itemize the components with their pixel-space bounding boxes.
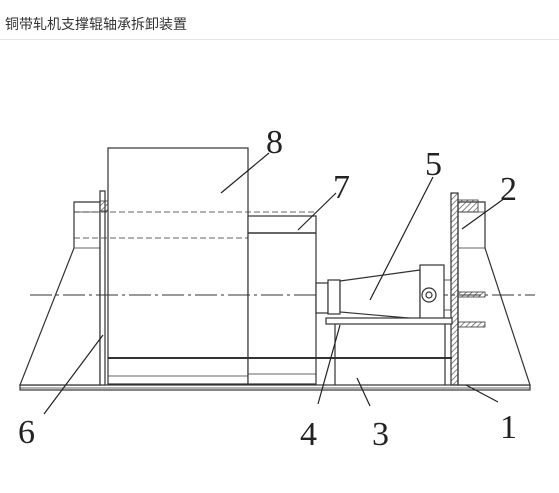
label-3: 3 [372, 416, 389, 453]
label-2: 2 [500, 171, 517, 208]
label-5: 5 [425, 146, 442, 183]
label-6: 6 [18, 414, 35, 451]
bearing-removal-diagram: 8 7 5 2 1 3 4 6 [18, 124, 535, 453]
bearing-housing [247, 215, 317, 385]
right-hatched-plate [450, 192, 459, 386]
bearing-puller [315, 264, 452, 322]
puller-support-bracket [325, 317, 453, 325]
left-vertical-plate [99, 190, 106, 386]
support-roll-body [107, 147, 249, 385]
page-title: 铜带轧机支撑辊轴承拆卸装置 [5, 17, 187, 33]
label-1: 1 [500, 409, 517, 446]
label-8: 8 [266, 124, 283, 161]
label-4: 4 [300, 416, 317, 453]
base-plate [19, 384, 531, 391]
left-support-stand [19, 201, 101, 386]
leader-lines [43, 152, 506, 415]
page-header: 铜带轧机支撑辊轴承拆卸装置 [0, 0, 559, 40]
label-7: 7 [333, 169, 350, 206]
